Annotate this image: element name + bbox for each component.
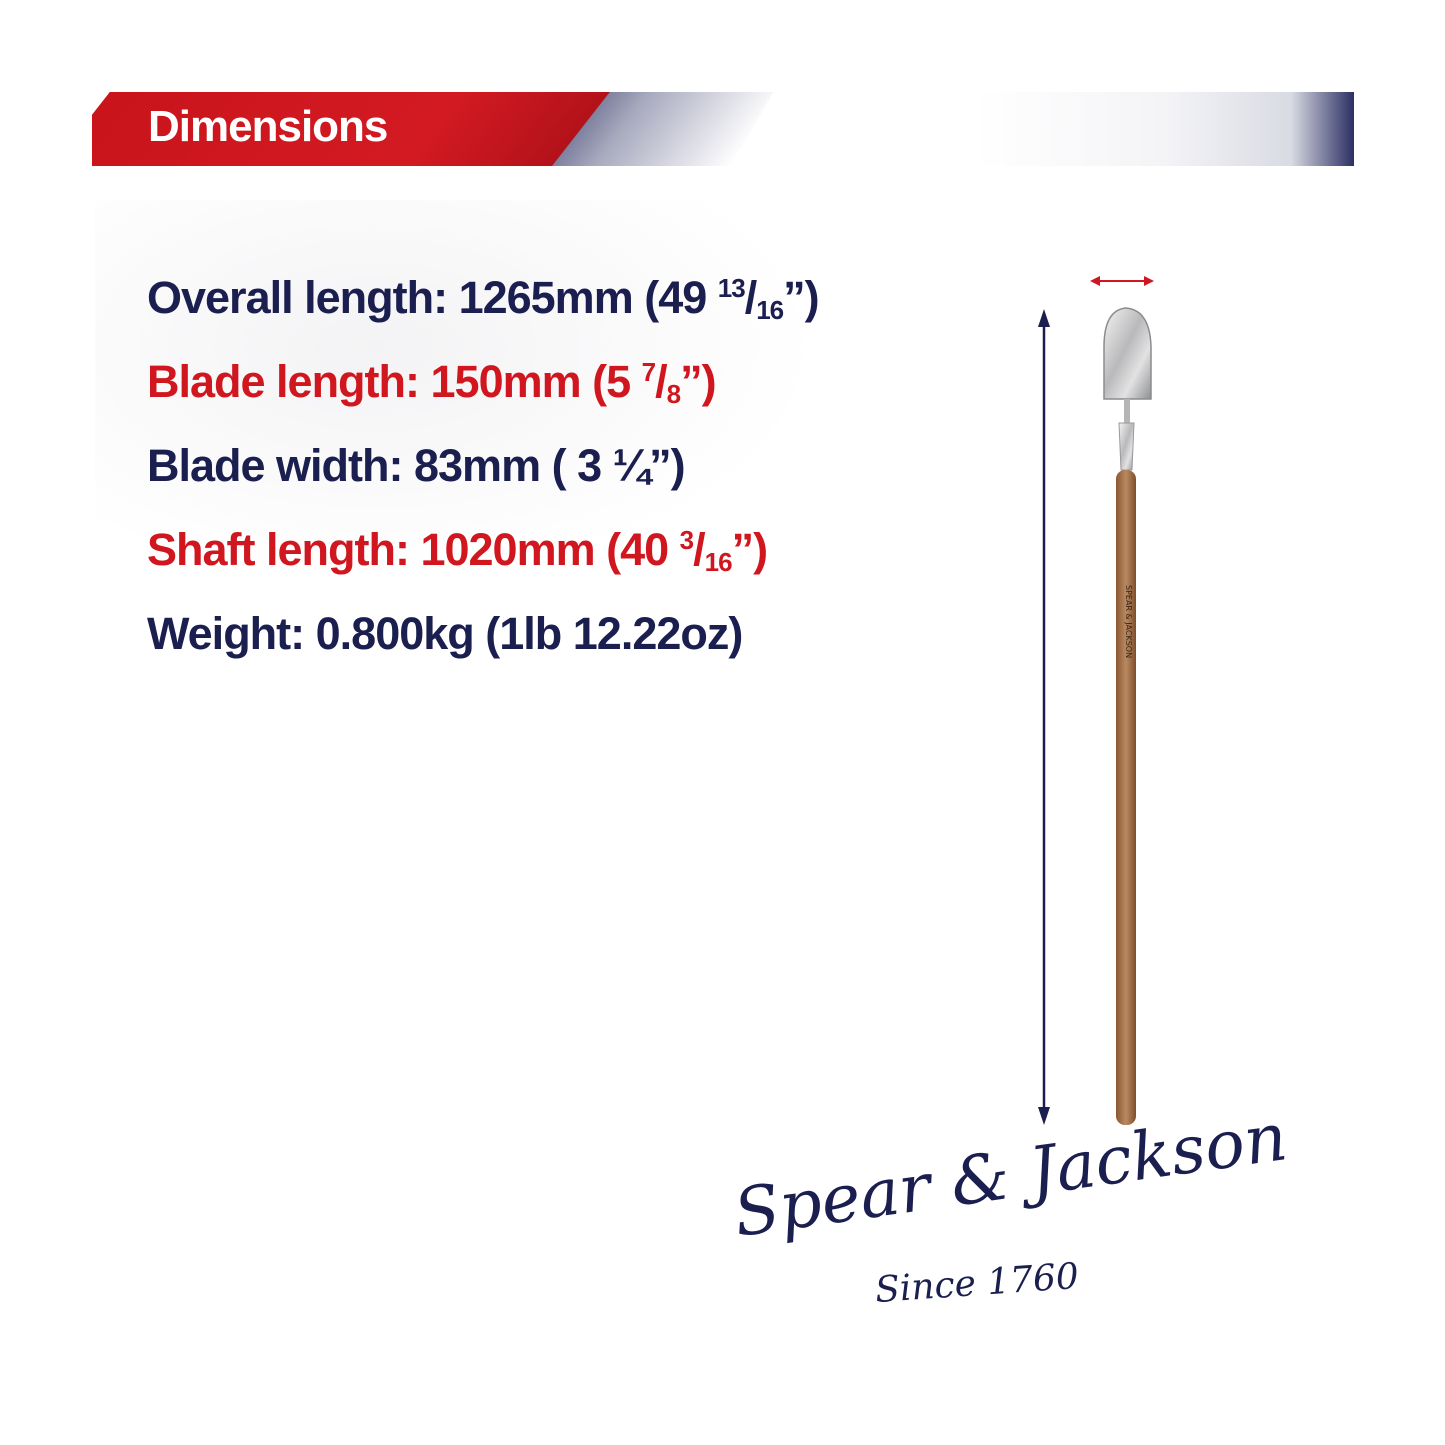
spec-blade-length: Blade length: 150mm (5 7/8”) <box>147 352 819 436</box>
handle-engraving: SPEAR & JACKSON <box>1124 585 1133 658</box>
spade-illustration: SPEAR & JACKSON <box>1038 276 1154 1125</box>
spec-fraction-numerator: 3 <box>679 525 695 555</box>
spec-label: Overall length: <box>147 272 459 323</box>
spade-icon: SPEAR & JACKSON <box>1103 307 1152 1125</box>
spec-value: 83mm ( 3 ¼”) <box>414 440 686 491</box>
spec-weight: Weight: 0.800kg (1lb 12.22oz) <box>147 604 819 688</box>
spec-fraction-numerator: 13 <box>717 273 746 303</box>
brand-logo: Spear & Jackson Since 1760 <box>729 1098 1291 1315</box>
spec-value: 0.800kg (1lb 12.22oz) <box>315 608 744 659</box>
banner-title: Dimensions <box>148 102 388 151</box>
spec-blade-width: Blade width: 83mm ( 3 ¼”) <box>147 436 819 520</box>
spec-label: Blade length: <box>147 356 431 407</box>
spec-label: Weight: <box>147 608 316 659</box>
dimensions-banner: Dimensions <box>92 92 1354 166</box>
background-brush-stroke <box>95 200 895 620</box>
spec-value: 1020mm (40 <box>420 524 680 575</box>
spec-shaft-length: Shaft length: 1020mm (40 3/16”) <box>147 520 819 604</box>
spec-fraction-numerator: 7 <box>641 357 657 387</box>
spec-fraction-slash: / <box>744 272 757 323</box>
brand-name: Spear & Jackson <box>729 1098 1292 1252</box>
spec-fraction-slash: / <box>655 356 667 407</box>
spec-label: Blade width: <box>147 440 414 491</box>
spec-value: 150mm (5 <box>430 356 642 407</box>
spec-fraction-slash: / <box>693 524 705 575</box>
spec-tail: ”) <box>680 356 716 407</box>
spec-tail: ”) <box>783 272 819 323</box>
spec-fraction-denominator: 8 <box>666 379 682 409</box>
spec-label: Shaft length: <box>147 524 421 575</box>
length-arrow-icon <box>1038 309 1050 1125</box>
spec-fraction-denominator: 16 <box>756 295 784 325</box>
spec-list: Overall length: 1265mm (49 13/16”) Blade… <box>147 268 820 688</box>
spec-tail: ”) <box>731 524 768 575</box>
spec-fraction-denominator: 16 <box>704 547 733 577</box>
spec-value: 1265mm (49 <box>458 272 718 323</box>
width-arrow-icon <box>1090 276 1154 286</box>
brand-tagline: Since 1760 <box>873 1255 1081 1312</box>
spec-overall-length: Overall length: 1265mm (49 13/16”) <box>147 268 820 352</box>
